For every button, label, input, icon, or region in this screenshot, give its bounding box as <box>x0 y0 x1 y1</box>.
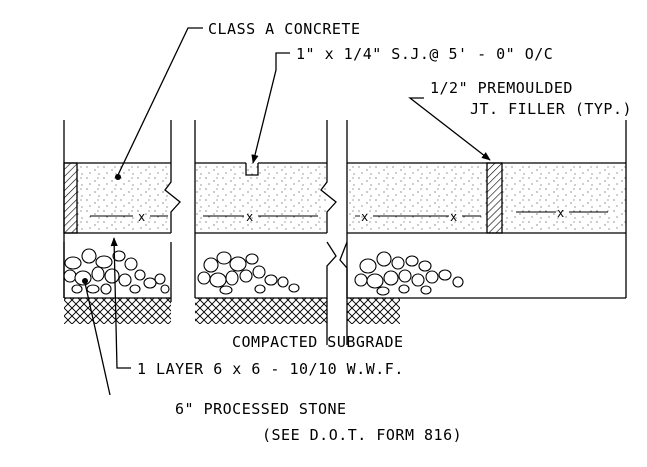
mesh-marker: x <box>361 210 369 224</box>
filler-joint-right <box>486 162 503 234</box>
label-dot-form: (SEE D.O.T. FORM 816) <box>262 426 462 444</box>
mesh-marker: x <box>557 206 565 220</box>
leader-lines <box>82 27 491 396</box>
stone-group-2 <box>197 251 300 295</box>
label-wwf: 1 LAYER 6 x 6 - 10/10 W.W.F. <box>137 360 404 378</box>
leader-dot <box>115 174 121 180</box>
concrete-slab-3 <box>347 163 487 233</box>
mesh-marker: x <box>450 210 458 224</box>
processed-stone-layers <box>63 242 626 299</box>
label-processed-stone: 6" PROCESSED STONE <box>175 400 347 418</box>
wire-mesh-lines: x x x x x <box>90 206 608 224</box>
stone-group-1 <box>63 248 170 295</box>
break-lines <box>164 120 627 345</box>
callout-labels: CLASS A CONCRETE 1" x 1/4" S.J.@ 5' - 0"… <box>137 20 632 444</box>
compacted-subgrade <box>64 297 468 324</box>
mesh-marker: x <box>246 210 254 224</box>
label-sawed-joint: 1" x 1/4" S.J.@ 5' - 0" O/C <box>296 45 553 63</box>
label-filler-line1: 1/2" PREMOULDED <box>430 79 573 97</box>
leader-dot <box>82 278 88 284</box>
label-compacted-subgrade: COMPACTED SUBGRADE <box>232 333 404 351</box>
mesh-marker: x <box>138 210 146 224</box>
label-filler-line2: JT. FILLER (TYP.) <box>470 100 632 118</box>
concrete-slab-1 <box>77 163 171 233</box>
concrete-slab-4 <box>502 163 626 233</box>
concrete-slabs <box>64 162 626 234</box>
label-class-a-concrete: CLASS A CONCRETE <box>208 20 361 38</box>
concrete-slab-2 <box>195 163 327 233</box>
sawed-joint-notch <box>245 163 259 176</box>
filler-joint-left <box>63 162 78 234</box>
stone-group-3 <box>354 251 464 296</box>
